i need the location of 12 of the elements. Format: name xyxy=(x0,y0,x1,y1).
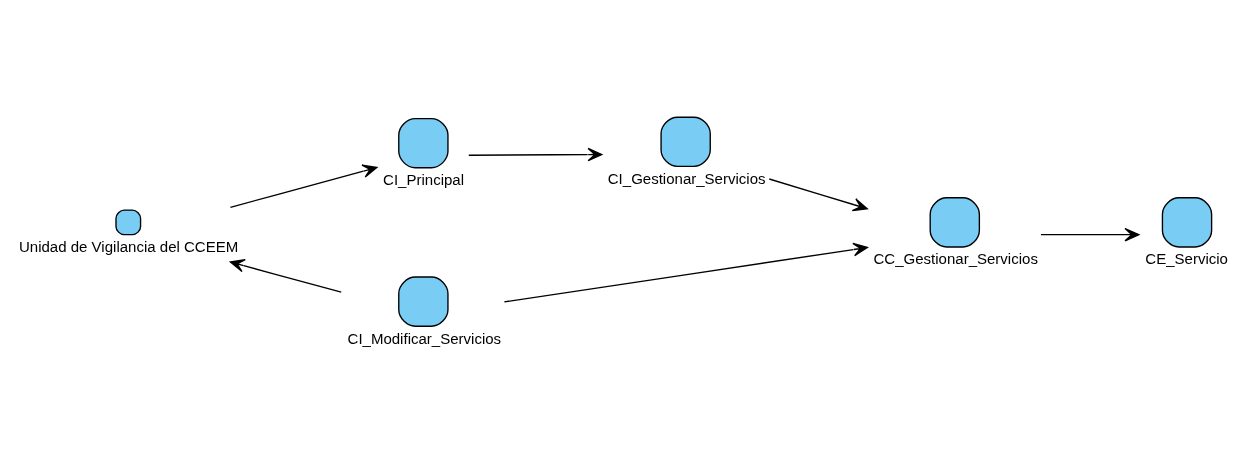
node-label: CE_Servicio xyxy=(1145,249,1228,267)
arrow xyxy=(768,177,868,211)
node-label: CI_Modificar_Servicios xyxy=(347,329,502,347)
node-label: CI_Principal xyxy=(383,170,465,188)
node-label: CC_Gestionar_Servicios xyxy=(873,249,1038,267)
arrow xyxy=(503,242,868,303)
node-label: Unidad de Vigilancia del CCEEM xyxy=(18,237,239,255)
arrow xyxy=(468,147,603,161)
arrow xyxy=(229,258,342,293)
node-label: CI_Gestionar_Servicios xyxy=(607,169,766,187)
arrow xyxy=(1040,227,1140,241)
arrow xyxy=(229,164,378,208)
